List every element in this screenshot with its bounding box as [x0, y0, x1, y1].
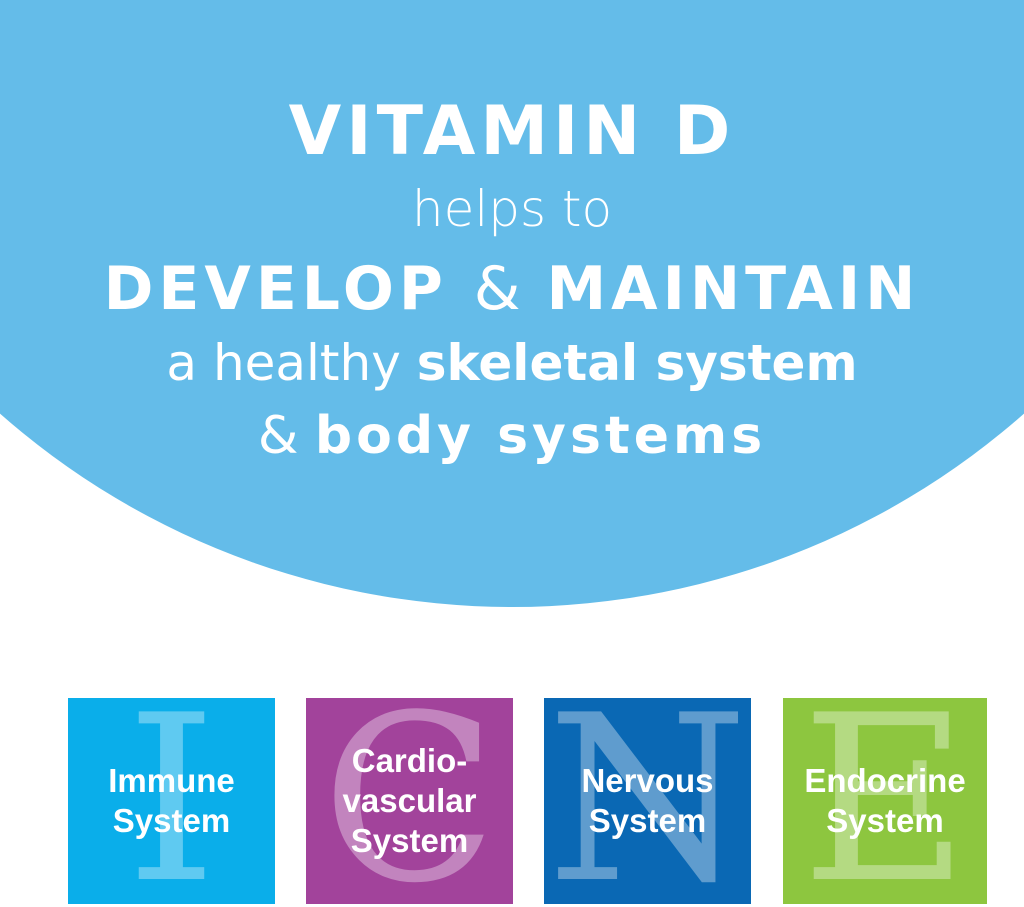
tile-nervous-system: N Nervous System [544, 698, 751, 904]
skeletal-line: a healthy skeletal system [0, 334, 1024, 392]
label-line: System [350, 822, 469, 859]
ampersand: & [473, 254, 521, 324]
tile-immune-system: I Immune System [68, 698, 275, 904]
label-line: System [826, 802, 944, 839]
blue-circle-background [0, 0, 1024, 607]
tile-label: Cardio- vascular System [306, 698, 513, 904]
tile-cardiovascular-system: C Cardio- vascular System [306, 698, 513, 904]
letter-n-watermark: N [546, 698, 749, 904]
label-line: Nervous [581, 762, 714, 799]
develop-text: DEVELOP [103, 254, 448, 324]
tile-label: Immune System [68, 698, 275, 904]
letter-e-watermark: E [801, 698, 969, 904]
a-healthy-text: a healthy [166, 334, 401, 392]
maintain-text: MAINTAIN [546, 254, 921, 324]
letter-c-watermark: C [321, 698, 498, 904]
subtitle-helps-to: helps to [411, 180, 613, 238]
tile-label: Nervous System [544, 698, 751, 904]
body-systems-line: & body systems [0, 406, 1024, 466]
skeletal-system-text: skeletal system [416, 334, 858, 392]
label-line: vascular [342, 782, 477, 819]
label-line: System [588, 802, 707, 839]
ampersand: & [257, 406, 299, 466]
label-line: Immune [108, 762, 235, 799]
letter-i-watermark: I [126, 698, 217, 904]
label-line: System [112, 802, 231, 839]
tile-endocrine-system: E Endocrine System [783, 698, 987, 904]
label-line: Cardio- [351, 742, 468, 779]
develop-maintain-line: DEVELOP & MAINTAIN [0, 254, 1024, 324]
tile-label: Endocrine System [783, 698, 987, 904]
label-line: Endocrine [804, 762, 966, 799]
body-systems-text: body systems [314, 406, 767, 466]
title-vitamin-d: VITAMIN D [288, 92, 736, 171]
